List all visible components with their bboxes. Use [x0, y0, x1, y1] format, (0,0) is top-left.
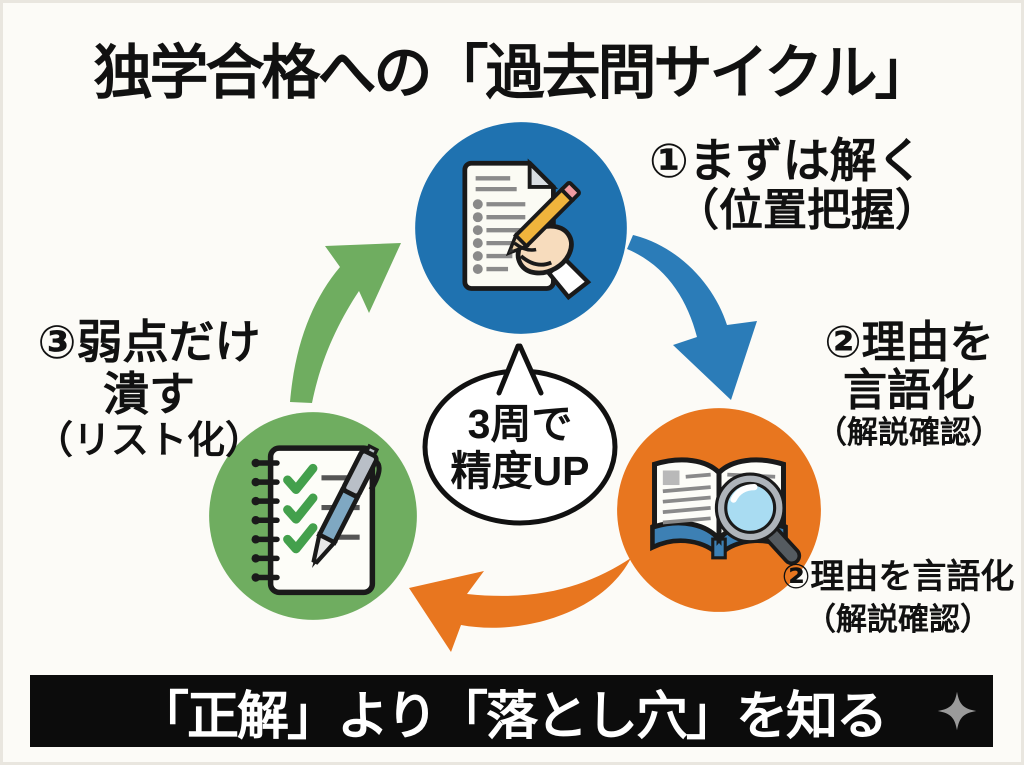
step3-label-line2: 潰す — [103, 367, 195, 420]
bubble-line-1: 3周で — [467, 401, 573, 447]
step3-circle — [209, 412, 417, 620]
step2-label-line2: 言語化 — [843, 366, 975, 416]
step2-label: ②理由を 言語化 （解説確認） — [795, 318, 1021, 450]
footer-text: 「正解」より「落とし穴」を知る — [137, 687, 888, 746]
step2-secondary-label: ②理由を言語化 （解説確認） — [773, 555, 1021, 641]
arrow-weakness-to-solve-icon — [290, 243, 401, 403]
step2-label-line1: ②理由を — [824, 318, 994, 367]
checklist-pen-icon — [251, 443, 382, 596]
arrow-verbalize-to-weakness-icon — [409, 558, 631, 652]
step2-secondary-line2: （解説確認） — [805, 601, 991, 637]
arrow-solve-to-verbalize-icon — [627, 235, 757, 400]
step3-label-line3: （リスト化） — [34, 420, 263, 463]
step2-label-line3: （解説確認） — [816, 414, 1002, 450]
bubble-text: 3周で 精度UP — [425, 401, 615, 494]
document-pencil-icon — [462, 158, 592, 301]
bubble-line-2: 精度UP — [450, 447, 590, 494]
step1-circle — [415, 122, 627, 334]
step3-label: ③弱点だけ 潰す （リスト化） — [23, 316, 275, 463]
step3-label-line1: ③弱点だけ — [37, 316, 261, 368]
footer-banner: 「正解」より「落とし穴」を知る — [30, 675, 993, 747]
step1-label: ①まずは解く （位置把握） — [649, 135, 939, 235]
book-magnifier-icon — [650, 457, 802, 566]
page-title: 独学合格への「過去問サイクル」 — [93, 40, 933, 106]
step2-circle — [617, 408, 821, 612]
step1-label-line2: （位置把握） — [675, 185, 939, 235]
step2-secondary-line1: ②理由を言語化 — [781, 558, 1015, 596]
sparkle-icon — [937, 691, 977, 731]
step1-label-line1: ①まずは解く — [649, 134, 924, 187]
